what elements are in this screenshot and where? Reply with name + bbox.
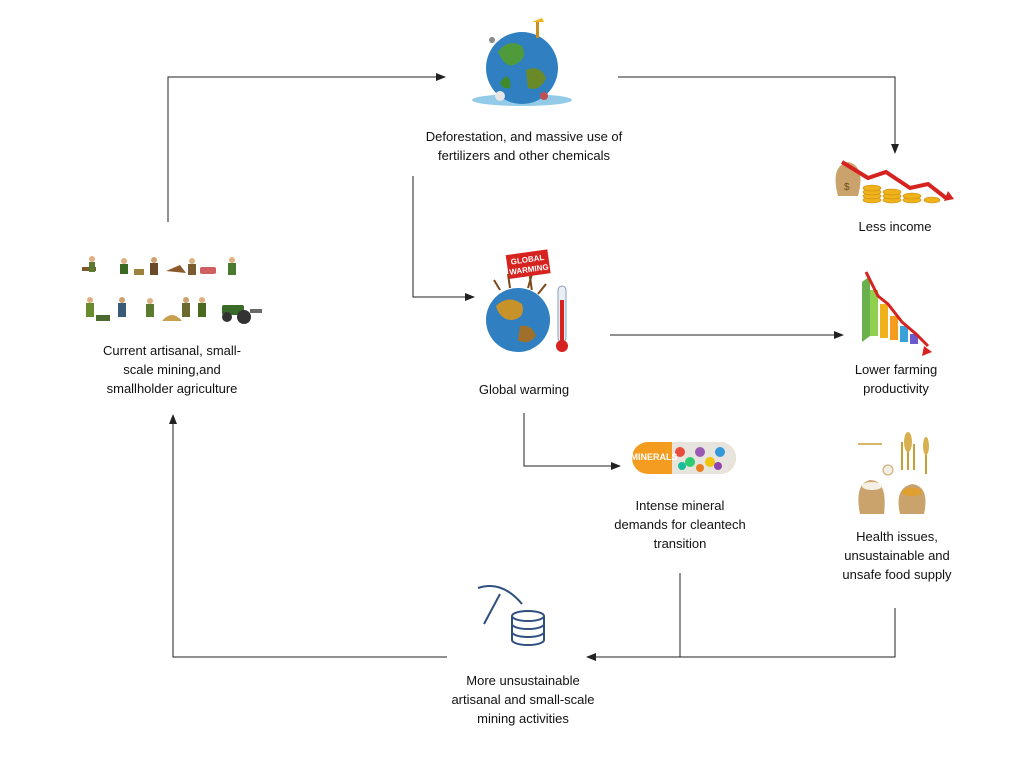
node-lower-productivity: Lower farming productivity: [826, 360, 966, 398]
node-deforestation-label-line2: fertilizers and other chemicals: [438, 148, 610, 163]
node-global-warming-label: Global warming: [478, 382, 570, 397]
node-lower-productivity-label-line2: productivity: [863, 381, 929, 396]
node-minerals-label-line1: Intense mineral: [635, 498, 725, 513]
arrow-current-to-deforestation: [167, 73, 446, 222]
node-health-label-line1: Health issues,: [856, 529, 938, 544]
node-more-mining: More unsustainable artisanal and small-s…: [428, 671, 618, 728]
node-health-label-line2: unsustainable and: [844, 548, 950, 563]
node-less-income-label: Less income: [858, 219, 932, 234]
farmers-and-miners-icon: [82, 256, 262, 324]
node-current-label-line3: smallholder agriculture: [106, 381, 238, 396]
arrow-deforestation-to-less-income: [618, 76, 899, 154]
minerals-capsule-text: MINERALS: [631, 452, 678, 462]
arrow-more-mining-to-current: [169, 414, 447, 658]
polluted-earth-icon: [472, 18, 572, 106]
connector-arrows: [167, 73, 899, 661]
node-deforestation-label-line1: Deforestation, and massive use of: [425, 129, 623, 144]
node-less-income: Less income: [830, 217, 960, 236]
node-minerals-label-line2: demands for cleantech: [614, 517, 746, 532]
node-more-mining-label-line1: More unsustainable: [466, 673, 580, 688]
node-current-activities: Current artisanal, small- scale mining,a…: [82, 341, 262, 398]
declining-bar-chart-icon: [862, 271, 932, 356]
node-more-mining-label-line2: artisanal and small-scale: [451, 692, 595, 707]
node-deforestation: Deforestation, and massive use of fertil…: [392, 127, 656, 165]
node-lower-productivity-label-line1: Lower farming: [854, 362, 938, 377]
grain-sacks-icon: [858, 432, 929, 514]
arrow-health-to-more-mining: [680, 608, 896, 658]
node-minerals-label-line3: transition: [653, 536, 707, 551]
node-current-label-line1: Current artisanal, small-: [103, 343, 241, 358]
arrow-minerals-to-more-mining: [586, 573, 681, 661]
arrow-warming-to-minerals: [523, 413, 621, 470]
node-health: Health issues, unsustainable and unsafe …: [822, 527, 972, 584]
node-minerals: Intense mineral demands for cleantech tr…: [600, 496, 760, 553]
warming-earth-thermometer-icon: GLOBAL WARMING: [486, 249, 568, 352]
node-global-warming: Global warming: [454, 380, 594, 399]
mineral-capsule-icon: MINERALS: [631, 442, 736, 474]
arrow-deforestation-to-global-warming: [412, 176, 475, 301]
svg-text:$: $: [844, 182, 850, 193]
node-health-label-line3: unsafe food supply: [842, 567, 952, 582]
node-more-mining-label-line3: mining activities: [477, 711, 569, 726]
pickaxe-coins-icon: [477, 585, 545, 646]
node-current-label-line2: scale mining,and: [123, 362, 221, 377]
falling-money-icon: $: [835, 160, 954, 204]
